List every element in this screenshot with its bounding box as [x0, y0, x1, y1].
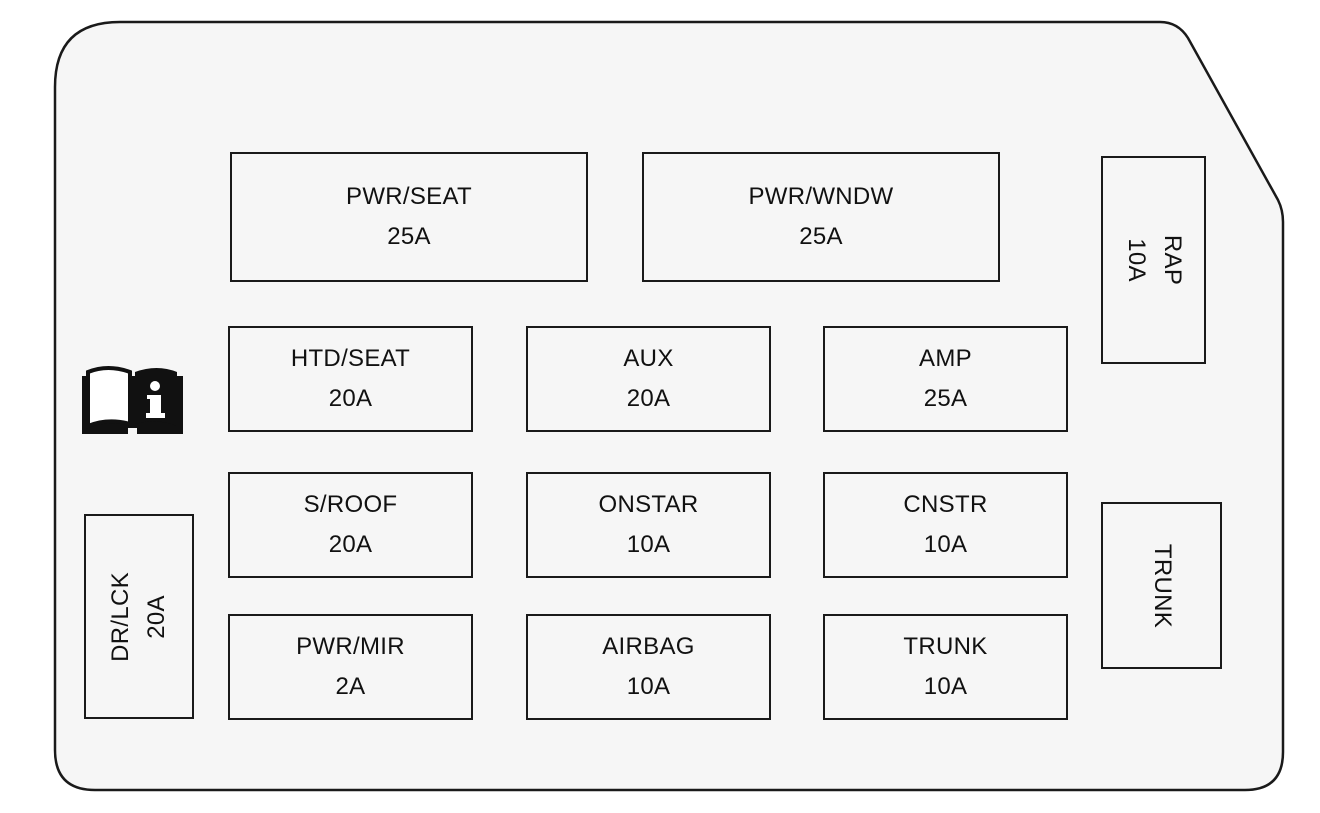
owner-manual-info-icon	[80, 364, 185, 436]
fuse-name: TRUNK	[903, 633, 988, 660]
fuse-name: S/ROOF	[303, 491, 398, 518]
fuse-rating: 25A	[387, 223, 431, 250]
fuse-name: PWR/SEAT	[346, 183, 472, 210]
fuse-name: AMP	[919, 345, 972, 372]
fuse-pwr-mir: PWR/MIR 2A	[228, 614, 473, 720]
fuse-rating: 2A	[335, 673, 366, 700]
fuse-amp: AMP 25A	[823, 326, 1068, 432]
fuse-name: ONSTAR	[598, 491, 699, 518]
fuse-aux: AUX 20A	[526, 326, 771, 432]
fuse-name: DR/LCK	[107, 571, 134, 662]
fuse-htd-seat: HTD/SEAT 20A	[228, 326, 473, 432]
fuse-pwr-wndw: PWR/WNDW 25A	[642, 152, 1000, 282]
fuse-name: TRUNK	[1148, 543, 1176, 628]
fuse-rating: 20A	[143, 594, 170, 639]
fuse-rating: 10A	[923, 673, 968, 700]
fuse-name: CNSTR	[903, 491, 988, 518]
fuse-trunk: TRUNK 10A	[823, 614, 1068, 720]
fuse-airbag: AIRBAG 10A	[526, 614, 771, 720]
fuse-trunk-relay: TRUNK	[1101, 502, 1222, 669]
fuse-name: AUX	[623, 345, 674, 372]
fuse-rating: 25A	[923, 385, 968, 412]
fuse-name: PWR/WNDW	[748, 183, 894, 210]
fuse-pwr-seat: PWR/SEAT 25A	[230, 152, 588, 282]
fuse-onstar: ONSTAR 10A	[526, 472, 771, 578]
fuse-rating: 10A	[626, 531, 671, 558]
fuse-cnstr: CNSTR 10A	[823, 472, 1068, 578]
fuse-rating: 20A	[626, 385, 671, 412]
fuse-name: HTD/SEAT	[290, 345, 411, 372]
fuse-rap: RAP 10A	[1101, 156, 1206, 364]
fuse-name: RAP	[1158, 234, 1186, 286]
fuse-rating: 10A	[626, 673, 671, 700]
fuse-s-roof: S/ROOF 20A	[228, 472, 473, 578]
fuse-name: AIRBAG	[602, 633, 695, 660]
fuse-rating: 10A	[1122, 238, 1150, 282]
fuse-dr-lck: DR/LCK 20A	[84, 514, 194, 719]
fuse-rating: 10A	[923, 531, 968, 558]
fuse-rating: 20A	[328, 385, 373, 412]
fuse-name: PWR/MIR	[296, 633, 405, 660]
fuse-rating: 20A	[328, 531, 373, 558]
fuse-rating: 25A	[799, 223, 843, 250]
